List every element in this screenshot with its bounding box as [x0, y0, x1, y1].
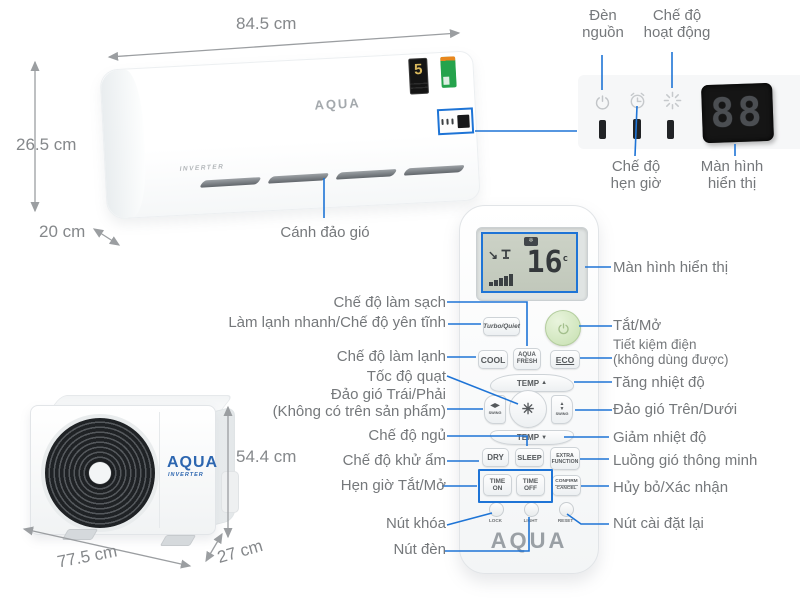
- swing-horizontal-button: ◀▶ SWING: [484, 395, 506, 424]
- label-timer-onoff: Hẹn giờ Tắt/Mở: [340, 477, 446, 494]
- dim-indoor-width: 84.5 cm: [236, 14, 297, 33]
- dry-button: DRY: [482, 448, 509, 467]
- fan-speed-button: ✳: [509, 390, 547, 428]
- lock-label: LOCK: [488, 518, 502, 523]
- light-label: LIGHT: [523, 518, 538, 523]
- indicator-leds: [441, 118, 454, 126]
- label-turbo-quiet: Làm lạnh nhanh/Chế độ yên tĩnh: [228, 314, 446, 331]
- fan-speed-bars: [489, 274, 513, 286]
- up-triangle-icon: ▲: [541, 380, 548, 386]
- lock-button: [489, 502, 504, 517]
- indoor-unit: AQUA INVERTER 5: [99, 50, 481, 220]
- indoor-indicator-box: [436, 107, 475, 136]
- eco-button: ECO: [550, 350, 580, 369]
- dim-outdoor-height: 54.4 cm: [236, 447, 297, 466]
- dim-indoor-depth: 20 cm: [39, 222, 86, 241]
- cool-button: COOL: [478, 350, 508, 369]
- label-temp-up: Tăng nhiệt độ: [613, 374, 705, 391]
- mode-led: [667, 120, 674, 139]
- label-smart-airflow: Luồng gió thông minh: [613, 452, 758, 469]
- label-swing-blade: Cánh đảo gió: [280, 224, 370, 241]
- label-lock-button: Nút khóa: [385, 515, 446, 532]
- label-reset-button: Nút cài đặt lại: [613, 515, 704, 532]
- flap-icon: [501, 249, 511, 259]
- outdoor-brand-logo: AQUA: [167, 454, 219, 471]
- indoor-unit-left-cap: [100, 68, 149, 219]
- outdoor-foot-left: [61, 529, 99, 540]
- label-temp-down: Giảm nhiệt độ: [613, 429, 707, 446]
- temp-down-button: TEMP▼: [490, 430, 574, 445]
- outdoor-front-face: AQUA INVERTER: [30, 405, 219, 535]
- confirm-cancel-button: CONFIRM CANCEL: [552, 475, 581, 496]
- reset-button: [559, 502, 574, 517]
- swing-blades: [198, 161, 466, 191]
- label-power-light: Đèn nguồn: [582, 7, 624, 41]
- reset-label: RESET: [557, 518, 574, 523]
- timer-buttons-highlight: [478, 469, 553, 503]
- fan-icon: ✳: [521, 401, 535, 418]
- label-operation-mode: Chế độ hoạt động: [643, 7, 711, 41]
- down-triangle-icon: ▼: [541, 434, 548, 441]
- label-fan-speed: Tốc độ quạt: [366, 368, 446, 385]
- outdoor-fan-grille: [41, 414, 159, 532]
- indoor-inverter-label: INVERTER: [179, 163, 225, 173]
- label-remote-display: Màn hình hiển thị: [613, 259, 729, 276]
- swing-vertical-button: ▲▼ SWING: [551, 395, 573, 424]
- swing-status-icons: ↘: [488, 248, 512, 262]
- label-sleep-mode: Chế độ ngủ: [368, 427, 446, 444]
- outdoor-inverter-label: INVERTER: [168, 472, 204, 478]
- label-confirm-cancel: Hủy bỏ/Xác nhận: [613, 479, 729, 496]
- outdoor-foot-right: [159, 535, 197, 546]
- unit-display-value: 88: [709, 89, 766, 137]
- label-cool-mode: Chế độ làm lạnh: [336, 348, 446, 365]
- remote-brand-logo: AQUA: [490, 528, 568, 553]
- left-right-arrows-icon: ◀▶: [490, 402, 500, 409]
- label-clean-mode: Chế độ làm sạch: [333, 294, 446, 311]
- up-down-arrows-icon: ▲▼: [559, 401, 565, 412]
- sleep-button: SLEEP: [515, 448, 544, 467]
- label-swing-ud: Đảo gió Trên/Dưới: [613, 401, 738, 418]
- remote-lcd: ❄ ↘ 16c: [481, 232, 578, 293]
- label-swing-lr: Đảo gió Trái/Phải (Không có trên sản phẩ…: [272, 386, 446, 420]
- light-button: [524, 502, 539, 517]
- warranty-badge: 5: [408, 57, 430, 95]
- label-eco: Tiết kiệm điện (không dùng được): [613, 337, 729, 367]
- temp-up-button: TEMP▲: [490, 374, 574, 392]
- label-timer-mode: Chế độ hẹn giờ: [610, 158, 662, 192]
- power-led: [599, 120, 606, 139]
- outdoor-panel-divider: [159, 412, 160, 528]
- operation-mode-icon: [663, 91, 682, 110]
- power-button: [545, 310, 581, 346]
- alarm-clock-icon: [630, 92, 645, 109]
- turbo-quiet-button: Turbo/Quiet: [483, 317, 520, 336]
- label-light-button: Nút đèn: [393, 541, 446, 558]
- lcd-temperature: 16c: [526, 245, 568, 280]
- unit-display: 88: [701, 82, 774, 144]
- indoor-brand-logo: AQUA: [314, 95, 362, 113]
- indoor-mini-display: [457, 114, 470, 128]
- label-display-screen: Màn hình hiển thị: [700, 158, 764, 192]
- label-onoff: Tắt/Mở: [613, 317, 662, 334]
- energy-label: [440, 56, 457, 88]
- dim-indoor-height: 26.5 cm: [16, 135, 77, 154]
- snowflake-icon: ❄: [524, 237, 538, 246]
- power-icon: [595, 95, 610, 110]
- outdoor-unit: AQUA INVERTER: [25, 383, 239, 569]
- power-button-icon: [557, 322, 569, 334]
- label-dry-mode: Chế độ khử ẩm: [342, 452, 446, 469]
- lcd-temp-unit: c: [562, 254, 568, 264]
- outdoor-valve-cover: [221, 471, 239, 513]
- timer-led: [633, 119, 641, 139]
